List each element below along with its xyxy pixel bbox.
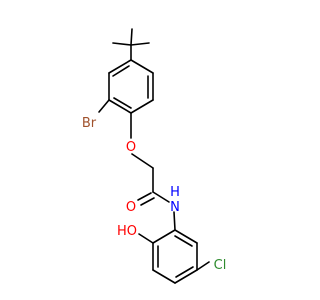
bond-carbonyl-n bbox=[152, 191, 170, 203]
bond-ring2-c6-c1-inner bbox=[174, 235, 193, 247]
chlorine-label: Cl bbox=[214, 258, 227, 273]
ether-oxygen-label: O bbox=[126, 140, 136, 155]
carbonyl-oxygen-label: O bbox=[126, 200, 136, 215]
bond-carbonyl-double-a bbox=[137, 192, 152, 201]
hydroxyl-label: HO bbox=[117, 224, 137, 239]
structure-diagram: Br O O N H HO Cl bbox=[82, 28, 226, 284]
bond-ring2-c4-c5-inner bbox=[175, 266, 194, 278]
bond-ring1-c6-c1 bbox=[130, 59, 154, 74]
atom-labels: Br O O N H HO Cl bbox=[82, 116, 226, 273]
bond-ring1-c1-c2-inner bbox=[112, 65, 130, 77]
molecule-drawing: Br O O N H HO Cl bbox=[82, 28, 226, 284]
bond-ring-cl bbox=[196, 261, 210, 271]
bond-ring1-c1-c2 bbox=[108, 59, 132, 74]
bond-tbutyl-methyl-right bbox=[130, 42, 150, 46]
amide-hydrogen-label: H bbox=[170, 185, 180, 200]
bond-ring1-c3-c4-inner bbox=[113, 97, 132, 109]
amide-nitrogen-label: N bbox=[170, 200, 180, 215]
bond-ring1-c3-c4 bbox=[108, 99, 132, 114]
bond-tbutyl-methyl-left bbox=[112, 42, 132, 46]
bond-n-ring bbox=[173, 211, 176, 231]
bond-ring2-c3-c4 bbox=[152, 269, 176, 284]
bond-carbonyl-double-b bbox=[140, 197, 155, 206]
bonds bbox=[98, 28, 210, 284]
bond-ring2-c6-c1 bbox=[174, 229, 198, 244]
bond-ring-br bbox=[98, 99, 110, 113]
bond-ring2-c1-c2 bbox=[152, 229, 176, 244]
bond-tbutyl-methyl-top bbox=[130, 28, 133, 46]
bond-ring-oh bbox=[138, 233, 154, 244]
bond-o-ch2 bbox=[131, 153, 154, 169]
bond-ring2-c4-c5 bbox=[174, 269, 198, 284]
bromine-label: Br bbox=[82, 116, 97, 131]
bond-ring1-c4-c5 bbox=[130, 99, 154, 114]
